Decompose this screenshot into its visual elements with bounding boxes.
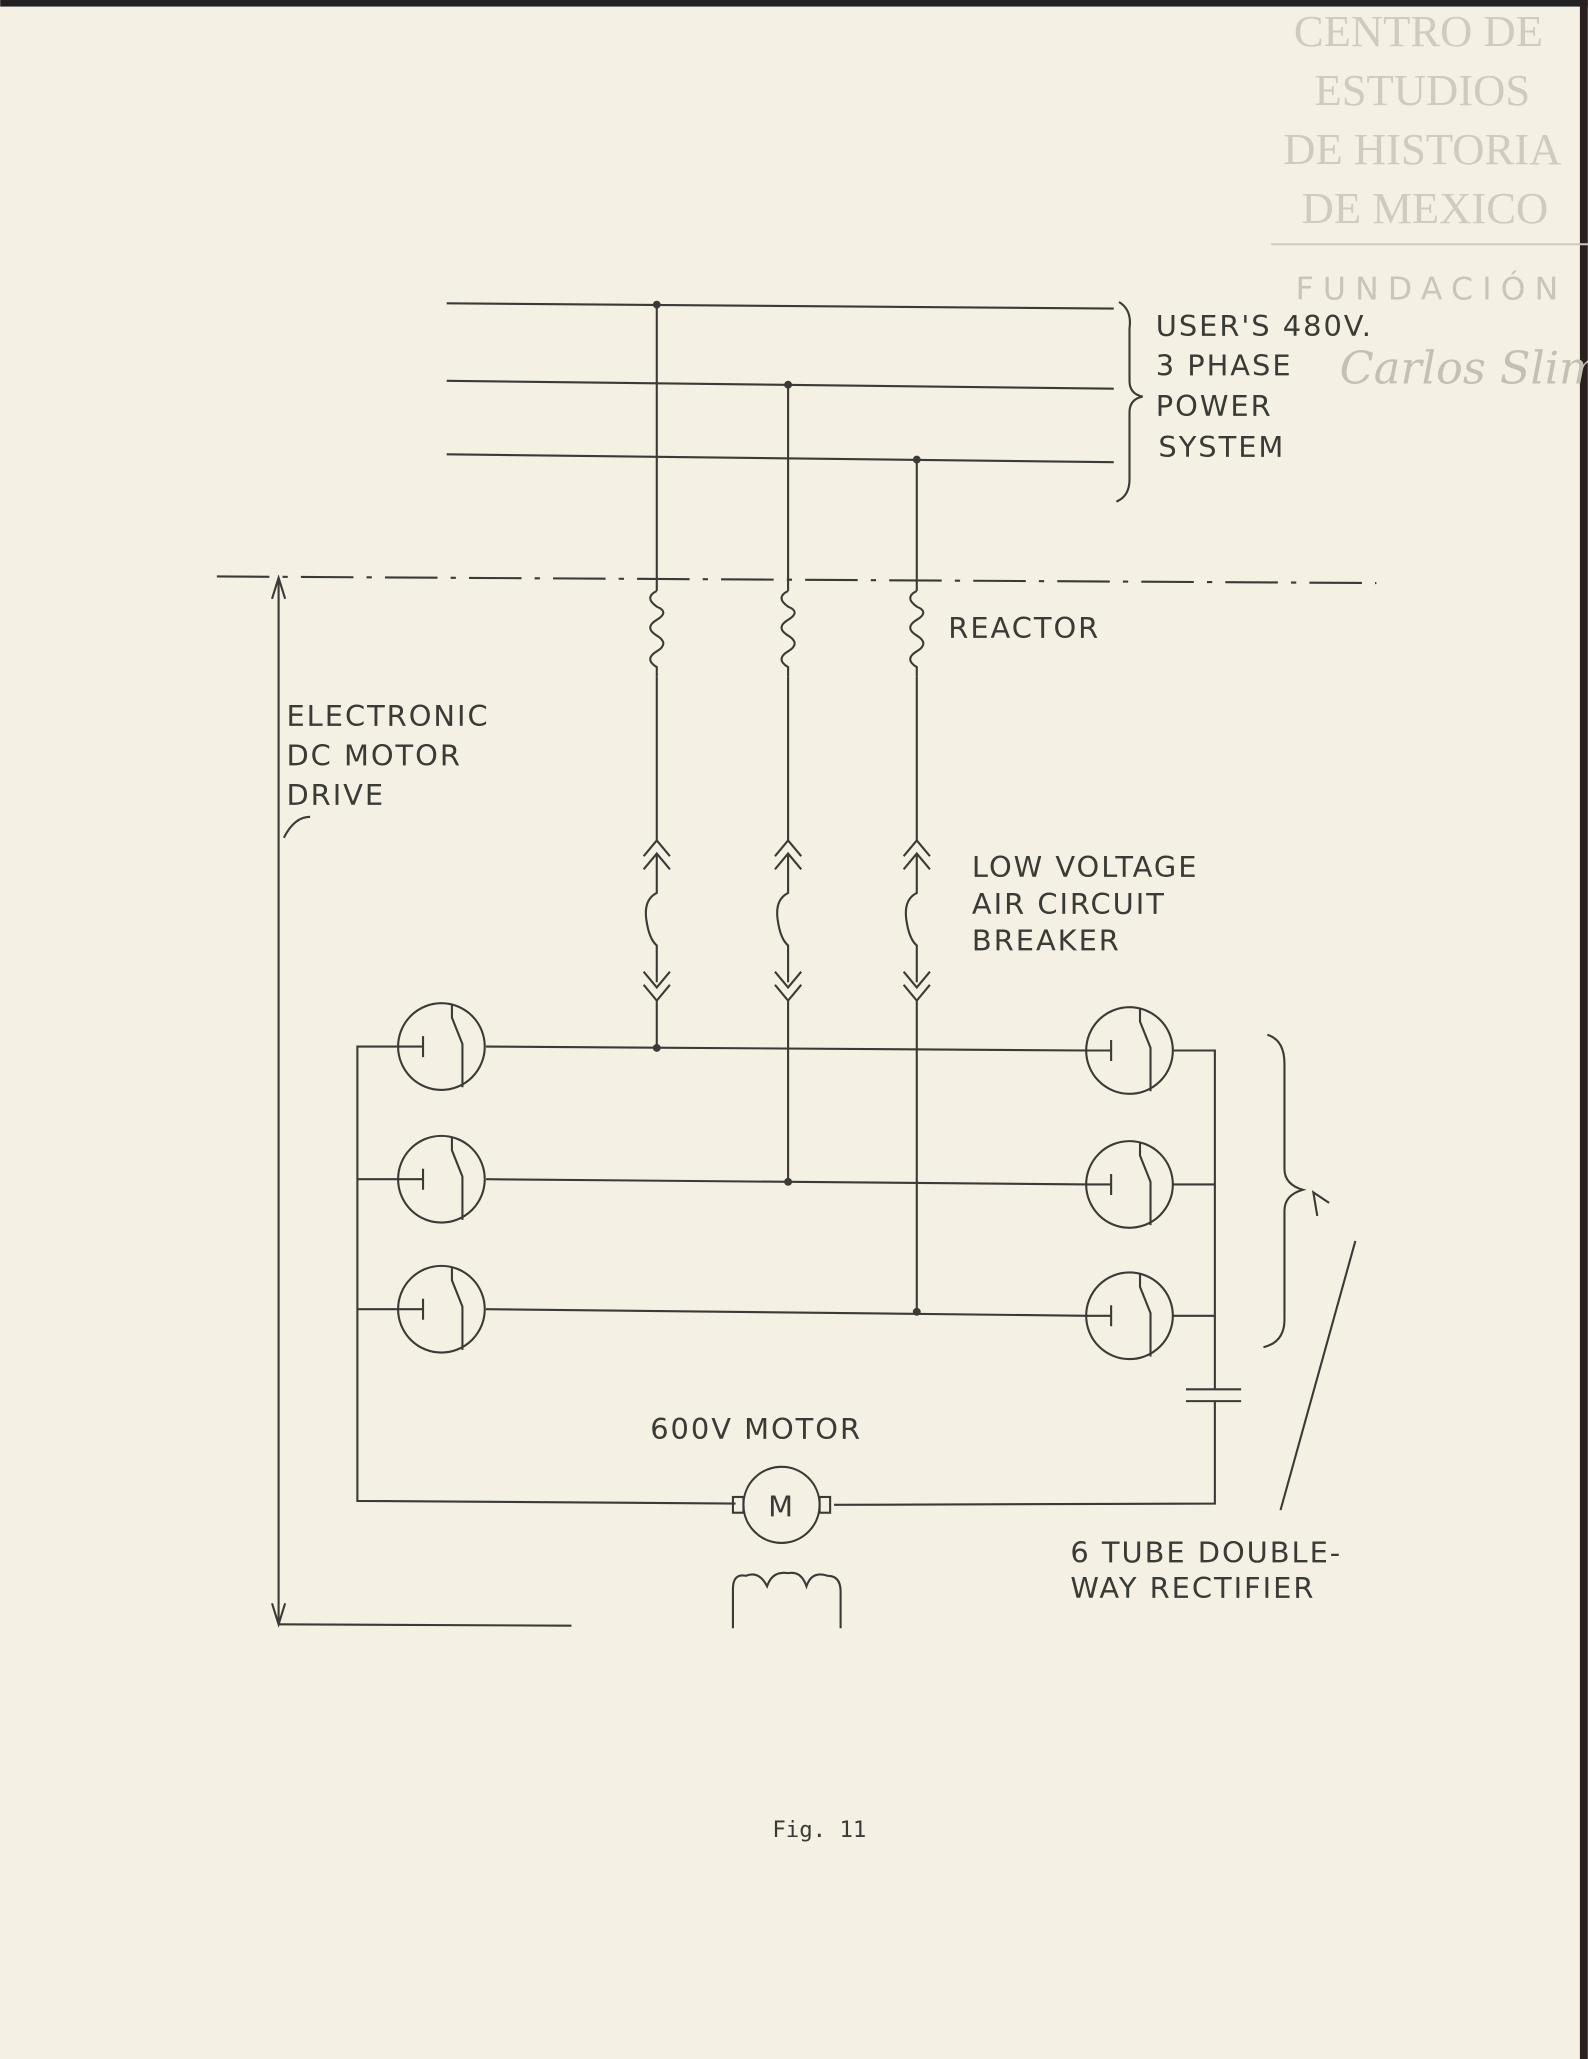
watermark-line: DE HISTORIA: [1283, 124, 1561, 174]
watermark-foundation: FUNDACIÓN: [1296, 268, 1568, 307]
air-circuit-breaker: [774, 676, 803, 1182]
rectifier-tube: [1085, 1006, 1174, 1095]
svg-text:6 TUBE DOUBLE-: 6 TUBE DOUBLE-: [1070, 1536, 1342, 1570]
air-circuit-breaker: [642, 676, 671, 1048]
svg-text:WAY RECTIFIER: WAY RECTIFIER: [1070, 1571, 1315, 1605]
rectifier-brace: [1263, 1033, 1307, 1349]
tube-electrodes: [1086, 1142, 1152, 1226]
rectifier-buses: [356, 1043, 1242, 1506]
air-circuit-breaker: [902, 676, 931, 1312]
rectifier-tubes: [397, 1002, 1174, 1361]
svg-text:DC MOTOR: DC MOTOR: [286, 739, 461, 773]
watermark-signature: Carlos Slim: [1340, 342, 1588, 394]
scan-edge: [1579, 0, 1588, 2059]
svg-text:LOW VOLTAGE: LOW VOLTAGE: [972, 850, 1199, 884]
watermark: CENTRO DE ESTUDIOS DE HISTORIA DE MEXICO…: [1271, 6, 1588, 394]
tube-electrodes: [1086, 1273, 1152, 1357]
phase-conductors: [642, 304, 931, 1312]
tube-electrodes: [398, 1267, 464, 1350]
svg-text:AIR CIRCUIT: AIR CIRCUIT: [972, 887, 1166, 921]
figure-caption: Fig. 11: [772, 1817, 866, 1843]
watermark-line: ESTUDIOS: [1314, 65, 1530, 115]
drive-dimension: [271, 574, 572, 1628]
rectifier-label: 6 TUBE DOUBLE- WAY RECTIFIER: [1070, 1536, 1342, 1605]
svg-text:DRIVE: DRIVE: [286, 778, 385, 812]
reactor-coil: [780, 589, 796, 677]
boundary-line: [216, 575, 1377, 585]
svg-text:POWER: POWER: [1156, 389, 1273, 423]
reactor-label: REACTOR: [948, 611, 1100, 645]
svg-text:3 PHASE: 3 PHASE: [1156, 349, 1293, 383]
tube-electrodes: [1086, 1008, 1152, 1092]
dc-motor: M: [731, 1465, 842, 1629]
power-system-label: USER'S 480V. 3 PHASE POWER SYSTEM: [1156, 309, 1373, 464]
rectifier-tube: [1085, 1271, 1174, 1361]
drive-label: ELECTRONIC DC MOTOR DRIVE: [286, 699, 489, 812]
reactor-coil: [909, 589, 925, 677]
tube-electrodes: [398, 1004, 464, 1088]
svg-text:BREAKER: BREAKER: [972, 924, 1121, 958]
reactor-coil: [649, 589, 665, 677]
svg-text:ELECTRONIC: ELECTRONIC: [286, 699, 489, 733]
power-lines: [446, 300, 1143, 503]
arrow-head: [1311, 1190, 1330, 1217]
rectifier-pointer: [1279, 1240, 1357, 1511]
scan-edge: [0, 0, 1588, 7]
tube-electrodes: [398, 1137, 464, 1220]
watermark-line: DE MEXICO: [1302, 183, 1549, 233]
motor-label: 600V MOTOR: [650, 1412, 862, 1446]
rectifier-tube: [1085, 1140, 1174, 1229]
watermark-line: CENTRO DE: [1294, 6, 1543, 56]
svg-text:SYSTEM: SYSTEM: [1158, 430, 1285, 464]
motor-symbol: M: [768, 1490, 795, 1524]
field-winding: [731, 1571, 842, 1629]
breaker-label: LOW VOLTAGE AIR CIRCUIT BREAKER: [972, 850, 1199, 958]
svg-text:USER'S 480V.: USER'S 480V.: [1156, 309, 1373, 343]
